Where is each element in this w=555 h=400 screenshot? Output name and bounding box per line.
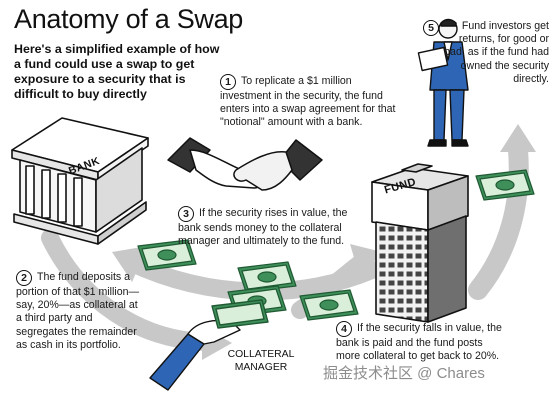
step-2-text: The fund deposits a portion of that $1 m…: [16, 271, 140, 351]
arrow-heads: [112, 124, 536, 360]
step-1-number: 1: [220, 74, 236, 90]
step-2-number: 2: [16, 270, 32, 286]
subtitle: Here's a simplified example of how a fun…: [14, 42, 220, 101]
arrowhead-fund-to-investor: [500, 124, 536, 152]
money-collateral-2: [299, 289, 359, 321]
step-5-number: 5: [423, 20, 439, 36]
step-5: 5 Fund investors get returns, for good or…: [423, 20, 549, 86]
page-title: Anatomy of a Swap: [14, 4, 244, 34]
handshake-illustration: [167, 137, 323, 191]
watermark: 掘金技术社区 @ Chares: [323, 365, 485, 382]
arrowhead-fund-to-bank: [112, 246, 148, 282]
arrowhead-collateral-to-fund: [350, 244, 382, 278]
arrow-fund-to-investor: [468, 140, 529, 300]
collateral-hand: [149, 299, 269, 391]
collateral-manager-label: COLLATERAL MANAGER: [227, 349, 295, 373]
step-1-text: To replicate a $1 million investment in …: [220, 75, 396, 129]
step-4-number: 4: [336, 321, 352, 337]
investor-figure: [417, 18, 469, 147]
arrow-bank-to-collateral: [41, 229, 214, 351]
step-3-number: 3: [178, 206, 194, 222]
money-fund-to-investor: [475, 169, 535, 201]
step-5-text: Fund investors get returns, for good or …: [444, 20, 549, 85]
money-fund-to-bank: [237, 261, 297, 293]
fund-building: [371, 163, 469, 323]
money-stacks: [137, 169, 535, 321]
bank-building: [11, 117, 149, 245]
step-3-text: If the security rises in value, the bank…: [178, 207, 348, 248]
step-4-text: If the security falls in value, the bank…: [336, 322, 502, 363]
money-bank-to-fund: [137, 239, 197, 271]
